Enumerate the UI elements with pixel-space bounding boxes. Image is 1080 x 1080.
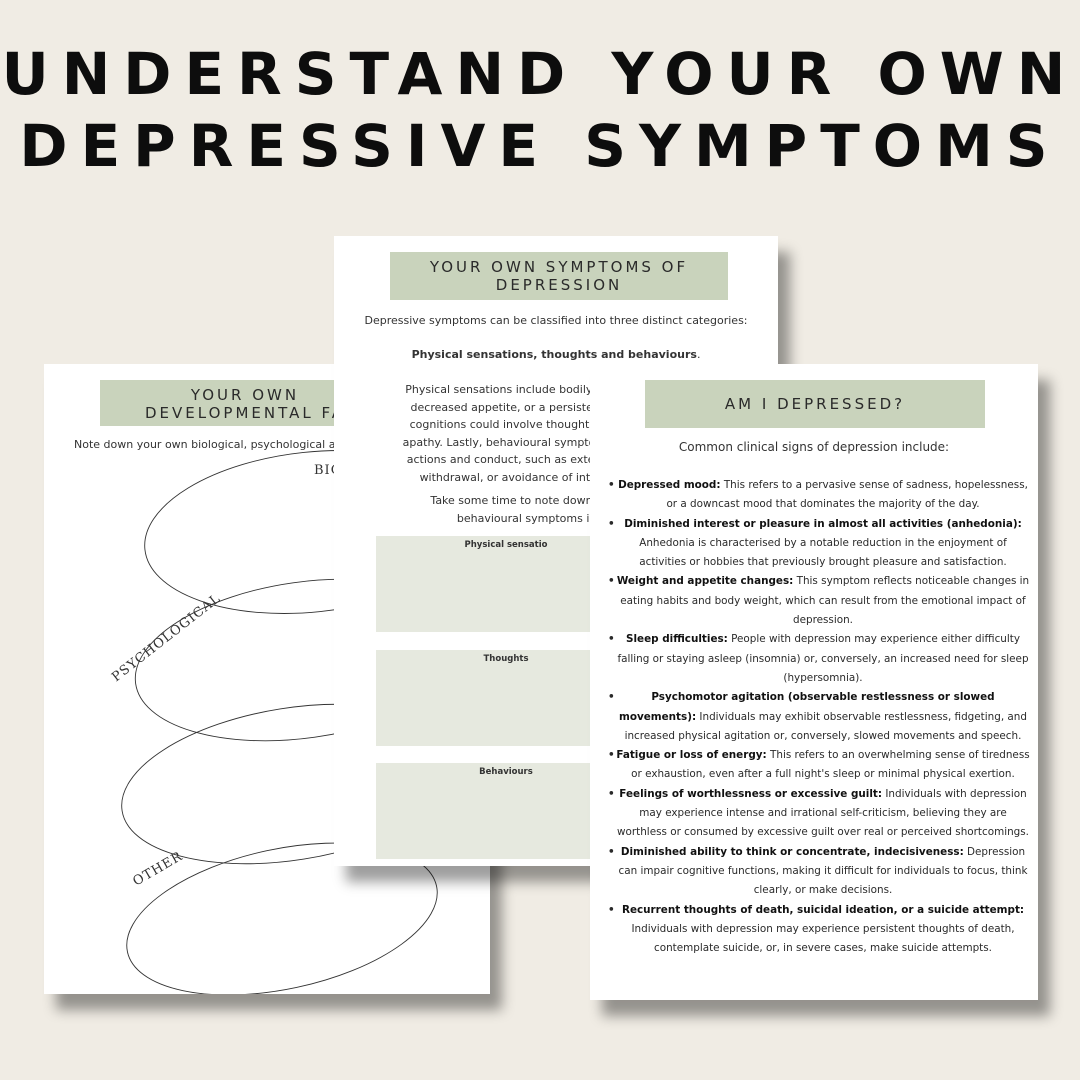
spiral-loop-4 xyxy=(126,842,438,994)
para-line: cognitions could involve thoughts of s xyxy=(409,418,619,431)
label-other: OTHER xyxy=(131,849,186,890)
sign-term: Fatigue or loss of energy: xyxy=(616,749,767,762)
developmental-header-line1: YOUR OWN xyxy=(190,386,300,404)
para-line: apathy. Lastly, behavioural symptoms, v xyxy=(402,435,626,449)
sign-item: •Weight and appetite changes: This sympt… xyxy=(608,575,1030,627)
sign-term: Depressed mood: xyxy=(618,479,721,491)
symptoms-note: Take some time to note down your ov beha… xyxy=(364,492,704,527)
sign-item: •Recurrent thoughts of death, suicidal i… xyxy=(608,903,1025,955)
am-i-depressed-page: AM I DEPRESSED? Common clinical signs of… xyxy=(590,364,1038,1000)
sign-desc: People with depression may experience ei… xyxy=(617,633,1029,684)
behaviours-label: Behaviours xyxy=(479,767,533,777)
sign-item: •Fatigue or loss of energy: This refers … xyxy=(608,749,1030,781)
sign-item: •Psychomotor agitation (observable restl… xyxy=(608,691,1027,742)
developmental-intro: Note down your own biological, psycholog… xyxy=(74,438,350,451)
symptoms-header-line2: DEPRESSION xyxy=(495,276,623,294)
sign-desc: Depression can impair cognitive function… xyxy=(618,845,1028,897)
para-line: decreased appetite, or a persistent lo xyxy=(410,400,618,414)
main-title-line1: UNDERSTAND YOUR OWN xyxy=(1,40,1079,108)
symptoms-categories: Physical sensations, thoughts and behavi… xyxy=(334,346,778,364)
sign-term: Feelings of worthlessness or excessive g… xyxy=(619,787,883,800)
signs-list: •Depressed mood: This refers to a pervas… xyxy=(604,476,1030,958)
categories-bold: Physical sensations, thoughts and behavi… xyxy=(411,348,697,361)
sign-desc: This refers to an overwhelming sense of … xyxy=(631,749,1030,781)
label-psychological: PSYCHOLOGICAL xyxy=(109,591,224,685)
sign-term: Psychomotor agitation (observable restle… xyxy=(619,691,995,723)
sign-desc: This refers to a pervasive sense of sadn… xyxy=(666,479,1028,511)
thoughts-label: Thoughts xyxy=(483,654,529,664)
sign-desc: Individuals may exhibit observable restl… xyxy=(624,710,1027,742)
sign-term: Sleep difficulties: xyxy=(626,633,728,646)
note-line: Take some time to note down your ov xyxy=(430,494,638,507)
para-line: actions and conduct, such as extendec xyxy=(406,453,622,466)
categories-period: . xyxy=(696,348,701,361)
sign-term: Recurrent thoughts of death, suicidal id… xyxy=(621,903,1025,916)
sign-term: Weight and appetite changes: xyxy=(616,575,794,588)
note-line: behavioural symptoms in th xyxy=(456,511,612,525)
para-line: Physical sensations include bodily expe xyxy=(405,383,623,396)
sign-desc: Anhedonia is characterised by a notable … xyxy=(639,536,1007,569)
symptoms-intro: Depressive symptoms can be classified in… xyxy=(364,314,748,327)
sign-term: Diminished interest or pleasure in almos… xyxy=(624,517,1022,530)
main-title: UNDERSTAND YOUR OWN DEPRESSIVE SYMPTOMS xyxy=(0,38,1080,182)
sign-desc: This symptom reflects noticeable changes… xyxy=(620,575,1030,627)
sign-item: •Sleep difficulties: People with depress… xyxy=(608,633,1029,684)
sign-desc: Individuals with depression may experien… xyxy=(631,922,1015,955)
symptoms-paragraph: Physical sensations include bodily expe … xyxy=(344,381,684,486)
para-line: withdrawal, or avoidance of interp xyxy=(419,470,609,484)
symptoms-header: YOUR OWN SYMPTOMS OF DEPRESSION xyxy=(390,252,728,300)
physical-sensations-label: Physical sensatio xyxy=(464,540,548,550)
sign-item: •Feelings of worthlessness or excessive … xyxy=(608,787,1029,839)
spiral-diagram: BIO PSYCHOLOGICAL OTHER xyxy=(109,450,480,994)
sign-item: •Diminished interest or pleasure in almo… xyxy=(608,517,1022,569)
signs-intro: Common clinical signs of depression incl… xyxy=(678,440,950,454)
sign-item: •Depressed mood: This refers to a pervas… xyxy=(608,479,1028,511)
developmental-header-line2: DEVELOPMENTAL FA xyxy=(145,404,345,422)
main-title-line2: DEPRESSIVE SYMPTOMS xyxy=(19,112,1061,180)
sign-term: Diminished ability to think or concentra… xyxy=(620,845,964,858)
sign-desc: Individuals with depression may experien… xyxy=(617,787,1029,839)
am-i-depressed-header: AM I DEPRESSED? xyxy=(645,380,985,428)
symptoms-header-line1: YOUR OWN SYMPTOMS OF xyxy=(429,258,689,276)
sign-item: •Diminished ability to think or concentr… xyxy=(608,845,1028,897)
